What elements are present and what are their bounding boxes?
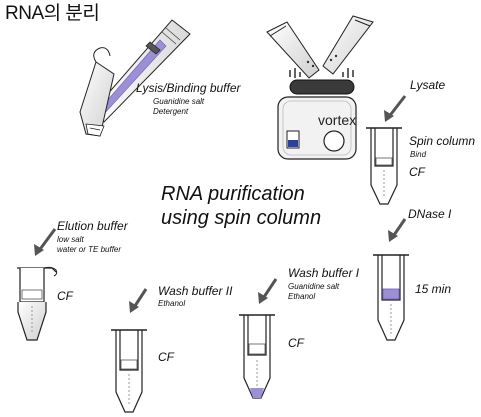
spin-column-bind-icon xyxy=(366,95,407,205)
spin-column-cf: CF xyxy=(409,165,425,179)
wash-buffer-1-sub2: Ethanol xyxy=(288,292,316,301)
lysis-buffer-sub1: Guanidine salt xyxy=(153,97,205,106)
lysate-label: Lysate xyxy=(410,78,446,92)
wash-buffer-1-label: Wash buffer I xyxy=(288,266,360,280)
dnase-time: 15 min xyxy=(415,282,452,296)
wash-buffer-2-sub: Ethanol xyxy=(158,299,186,308)
wash-buffer-2-label: Wash buffer II xyxy=(158,284,233,298)
wash-buffer-1-cf: CF xyxy=(288,336,304,350)
spin-column-label: Spin column xyxy=(409,134,476,148)
elution-cf: CF xyxy=(57,289,73,303)
wash-buffer-1-sub1: Guanidine salt xyxy=(288,282,340,291)
vortex-machine-icon xyxy=(266,15,374,160)
elution-buffer-sub1: low salt xyxy=(57,235,84,244)
center-title-line1: RNA purification xyxy=(161,183,305,205)
vortex-label: vortex xyxy=(318,112,357,128)
wash-buffer-2-cf: CF xyxy=(158,350,174,364)
elution-buffer-sub2: water or TE buffer xyxy=(57,245,122,254)
spin-column-sub: Bind xyxy=(410,150,427,159)
lysis-pipette-icon xyxy=(79,19,191,137)
elution-buffer-label: Elution buffer xyxy=(57,219,128,233)
dnase-column-icon xyxy=(373,218,409,341)
wash-buffer-2-column-icon xyxy=(111,288,148,413)
lysis-buffer-sub2: Detergent xyxy=(153,107,189,116)
elution-tube-icon xyxy=(17,228,58,341)
wash-buffer-1-column-icon xyxy=(239,278,278,399)
lysis-buffer-label: Lysis/Binding buffer xyxy=(136,81,241,95)
page-title: RNA의 분리 xyxy=(5,3,100,24)
dnase-label: DNase I xyxy=(408,207,452,221)
center-title-line2: using spin column xyxy=(161,207,322,229)
